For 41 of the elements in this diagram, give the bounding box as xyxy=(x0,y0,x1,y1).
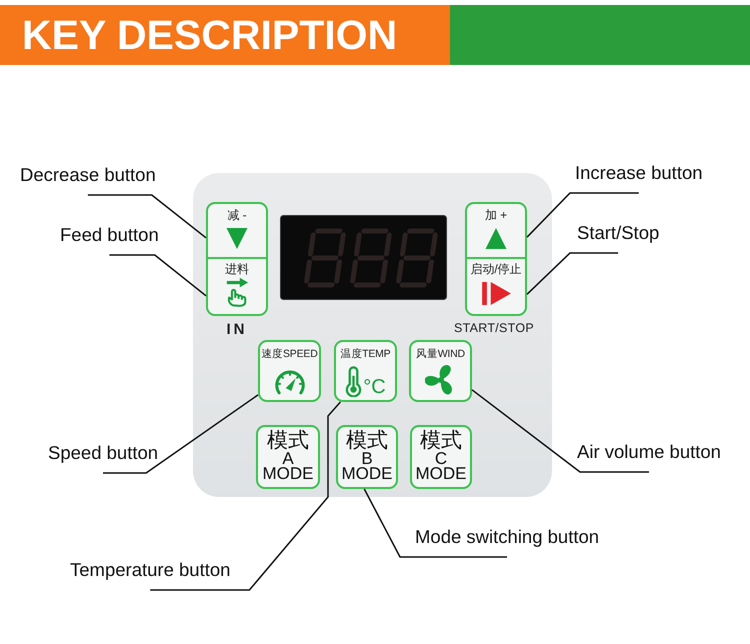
key-caption: IN xyxy=(226,321,248,338)
key-label: 速度SPEED xyxy=(261,348,318,361)
leader-line xyxy=(109,254,206,296)
key-button xyxy=(258,340,321,402)
leader-line xyxy=(526,252,618,295)
key-label: 加 + xyxy=(484,208,508,222)
page-title: KEY DESCRIPTION xyxy=(0,5,450,65)
callout-label: Increase button xyxy=(575,162,703,193)
key-label: 模式 C MODE xyxy=(414,430,468,481)
key-button xyxy=(206,258,268,316)
key-label: 温度TEMP xyxy=(340,348,390,361)
key-label: 减 - xyxy=(227,208,247,222)
leader-line xyxy=(526,192,639,238)
key-button xyxy=(465,258,527,316)
callout-label: Start/Stop xyxy=(577,222,660,253)
callout-label: Air volume button xyxy=(577,441,721,472)
key-label: 进料 xyxy=(225,262,249,276)
key-caption: START/STOP xyxy=(454,321,534,335)
key-button xyxy=(410,425,472,489)
key-button xyxy=(334,340,397,402)
callout-label: Speed button xyxy=(48,442,158,473)
unit-label: °C xyxy=(363,377,386,397)
leader-line xyxy=(103,394,258,474)
callout-label: Decrease button xyxy=(20,164,156,195)
control-panel xyxy=(193,173,552,497)
leader-line xyxy=(150,402,341,591)
callout-label: Feed button xyxy=(60,224,159,255)
key-button xyxy=(409,340,472,402)
key-label: 模式 A MODE xyxy=(262,430,314,481)
callout-label: Mode switching button xyxy=(415,526,600,557)
key-button xyxy=(336,425,398,489)
key-button xyxy=(256,425,320,489)
key-label: 模式 B MODE xyxy=(340,430,394,481)
leader-line xyxy=(472,389,649,473)
key-button xyxy=(206,202,268,258)
key-label: 启动/停止 xyxy=(470,262,522,276)
leader-line xyxy=(88,194,206,238)
key-label: 风量WIND xyxy=(416,348,465,361)
leader-line xyxy=(364,488,507,558)
callout-label: Temperature button xyxy=(70,559,230,590)
key-button xyxy=(465,202,527,258)
